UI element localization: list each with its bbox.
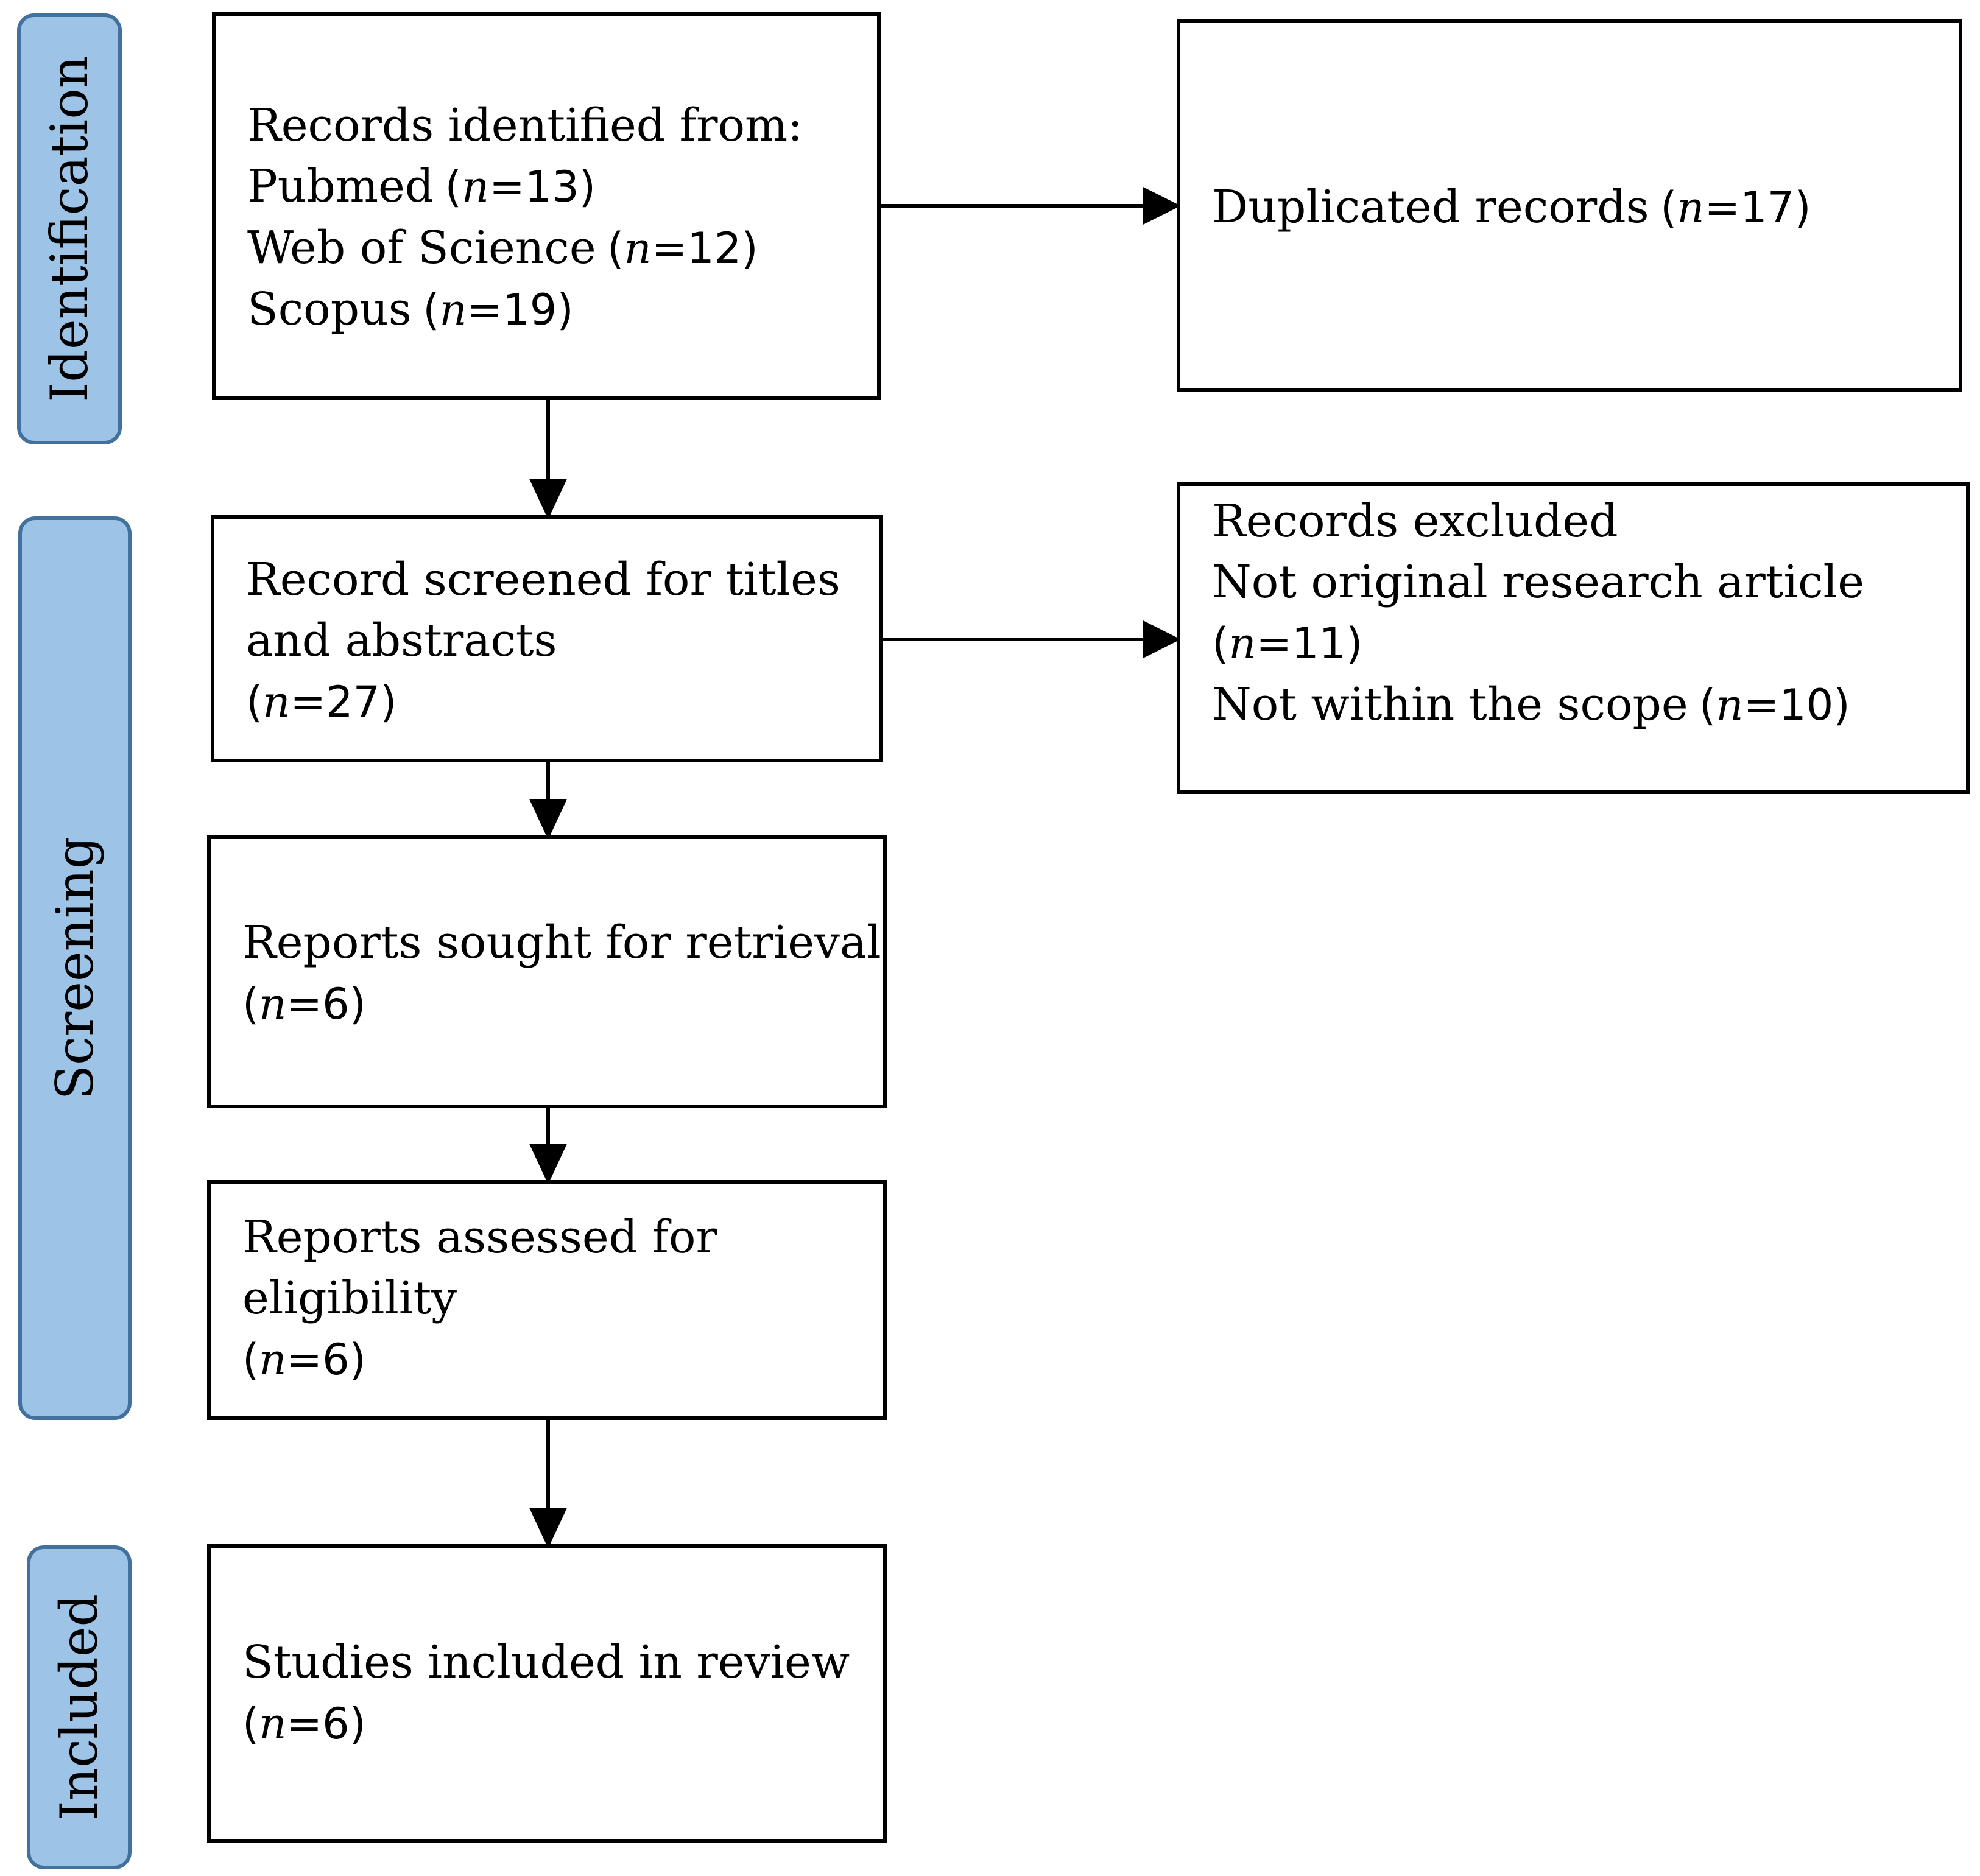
screened-line-2: and abstracts [246, 614, 557, 667]
arrowhead-to-sought [529, 799, 567, 840]
screened-line-1: Record screened for titles [246, 553, 840, 606]
records-scopus: Scopus(n=19) [247, 283, 574, 336]
arrowhead-to-excluded [1143, 620, 1181, 658]
box-included: Studies included in review (n=6) [207, 1544, 887, 1843]
included-label: Studies included in review [242, 1636, 850, 1688]
arrowhead-to-included [529, 1508, 567, 1549]
excluded-not-original: Not original research article [1212, 556, 1865, 608]
box-records-identified: Records identified from: Pubmed(n=13) We… [212, 12, 881, 400]
box-screened: Record screened for titles and abstracts… [211, 515, 883, 762]
box-assessed: Reports assessed for eligibility (n=6) [207, 1180, 887, 1420]
arrowhead-to-assessed [529, 1144, 567, 1185]
records-web-of-science: Web of Science(n=12) [247, 222, 758, 274]
stage-identification: Identification [17, 13, 122, 444]
assessed-line-1: Reports assessed for [242, 1211, 717, 1263]
excluded-heading: Records excluded [1212, 495, 1618, 547]
included-count: (n=6) [242, 1699, 366, 1749]
assessed-line-2: eligibility [242, 1272, 457, 1324]
arrowhead-to-screened [529, 479, 567, 520]
assessed-count: (n=6) [242, 1335, 366, 1385]
duplicated-records: Duplicated records(n=17) [1212, 181, 1811, 233]
stage-included: Included [27, 1545, 132, 1869]
stage-screening: Screening [18, 516, 132, 1420]
records-pubmed: Pubmed(n=13) [247, 160, 596, 213]
sought-label: Reports sought for retrieval [242, 916, 881, 969]
sought-count: (n=6) [242, 979, 366, 1029]
box-duplicated: Duplicated records(n=17) [1177, 19, 1962, 392]
box-sought: Reports sought for retrieval (n=6) [207, 835, 887, 1108]
excluded-not-in-scope: Not within the scope(n=10) [1212, 678, 1850, 731]
arrowhead-to-duplicated [1143, 187, 1181, 225]
box-excluded: Records excluded Not original research a… [1177, 482, 1970, 794]
screened-count: (n=27) [246, 677, 397, 727]
records-identified-heading: Records identified from: [247, 99, 803, 152]
excluded-not-original-count: (n=11) [1212, 619, 1363, 669]
